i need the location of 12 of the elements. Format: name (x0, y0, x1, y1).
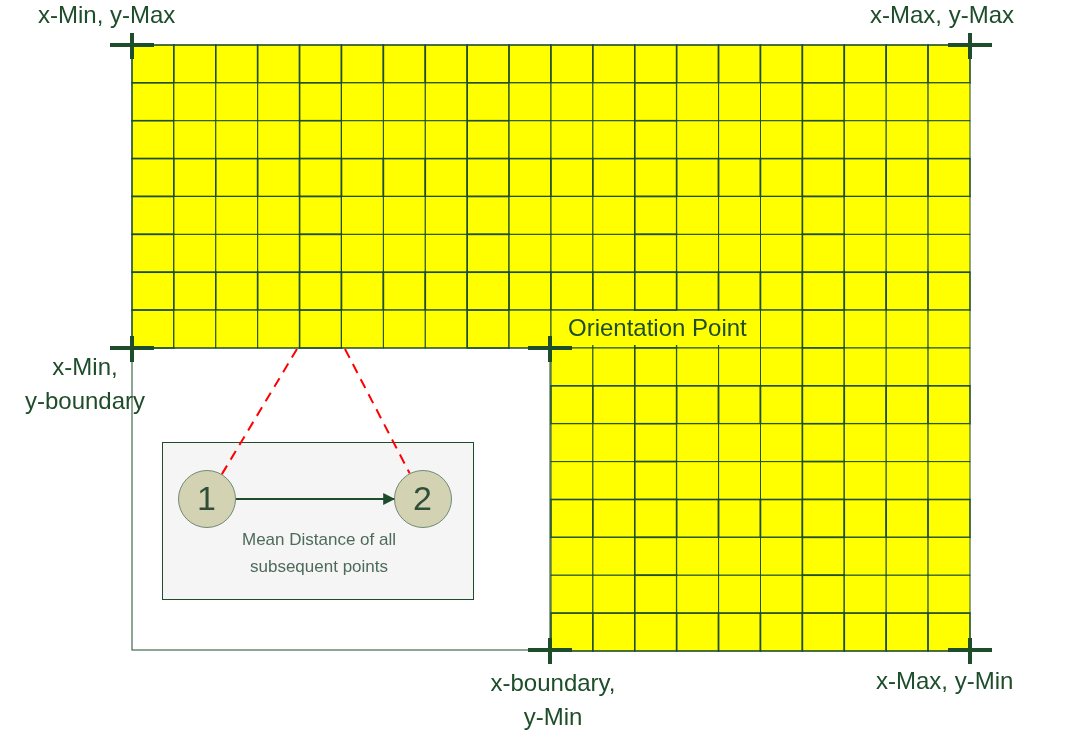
point-circle: 2 (393, 469, 452, 528)
corner-label: x-Min, y-boundary (23, 352, 147, 416)
inset-panel (162, 442, 474, 600)
dashed-line (344, 348, 411, 475)
caption-text: Mean Distance of all subsequent points (241, 529, 397, 579)
corner-label: x-Max, y-Max (870, 0, 1014, 30)
point-circle: 1 (177, 469, 236, 528)
arrow (235, 493, 396, 505)
corner-label: x-Max, y-Min (876, 666, 1014, 696)
corner-label: x-boundary, y-Min (489, 668, 617, 732)
dashed-line (220, 348, 298, 476)
corner-label: x-Min, y-Max (38, 0, 176, 30)
